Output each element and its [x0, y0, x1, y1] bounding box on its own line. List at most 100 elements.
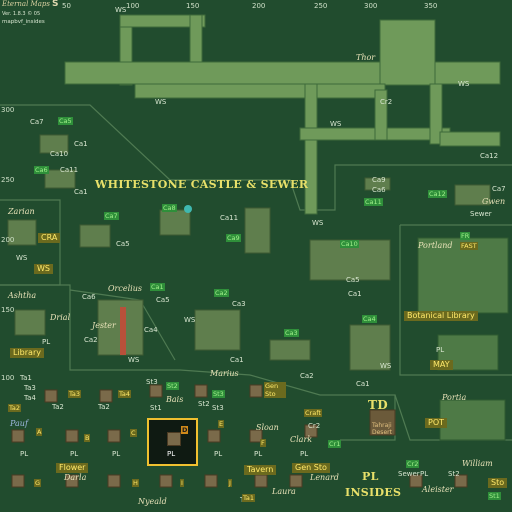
- wp-ca1-b[interactable]: Ca1: [74, 188, 88, 196]
- wp-ca2-b[interactable]: Ca2: [300, 372, 314, 380]
- wp-ws-f[interactable]: WS: [380, 362, 392, 370]
- label-ta3[interactable]: Ta3: [68, 390, 82, 398]
- wp-cr2[interactable]: Cr2: [380, 98, 393, 106]
- wp-ws-top[interactable]: WS: [115, 6, 127, 14]
- label-i[interactable]: I: [180, 479, 184, 487]
- wp-ca2-a[interactable]: Ca2: [84, 336, 98, 344]
- wp-ca10[interactable]: Ca10: [50, 150, 69, 158]
- label-ca3[interactable]: Ca3: [284, 329, 299, 337]
- wp-st1[interactable]: St1: [150, 404, 162, 412]
- wp-ca3[interactable]: Ca3: [232, 300, 246, 308]
- wp-ca11-b[interactable]: Ca11: [220, 214, 239, 222]
- wp-pl-5[interactable]: PL: [254, 450, 263, 458]
- wp-ca7-right[interactable]: Ca7: [492, 185, 506, 193]
- wp-ta1[interactable]: Ta1: [20, 374, 32, 382]
- label-ca7[interactable]: Ca7: [104, 212, 119, 220]
- wp-ws-down[interactable]: WS: [312, 219, 324, 227]
- label-cr2[interactable]: Cr2: [406, 460, 420, 468]
- label-a[interactable]: A: [36, 428, 43, 436]
- wp-pl-4[interactable]: PL: [214, 450, 223, 458]
- label-e[interactable]: E: [218, 420, 225, 428]
- label-ca2[interactable]: Ca2: [214, 289, 229, 297]
- label-botanical-library[interactable]: Botanical Library: [404, 311, 478, 321]
- label-craft[interactable]: Craft: [304, 409, 322, 417]
- wp-ws-mid[interactable]: WS: [155, 98, 167, 106]
- wp-pl-6[interactable]: PL: [300, 450, 309, 458]
- wp-ta4[interactable]: Ta4: [24, 394, 36, 402]
- label-library[interactable]: Library: [10, 348, 44, 358]
- label-cr1[interactable]: Cr1: [328, 440, 342, 448]
- wp-ca1-e[interactable]: Ca1: [356, 380, 370, 388]
- wp-st2-b[interactable]: St2: [448, 470, 460, 478]
- wp-ca12[interactable]: Ca12: [480, 152, 499, 160]
- label-ca12[interactable]: Ca12: [428, 190, 447, 198]
- label-gen-sto[interactable]: Gen Sto: [264, 382, 286, 398]
- wp-ca1-d[interactable]: Ca1: [230, 356, 244, 364]
- label-ws[interactable]: WS: [34, 264, 53, 274]
- label-ca6[interactable]: Ca6: [34, 166, 49, 174]
- label-ca10[interactable]: Ca10: [340, 240, 359, 248]
- wp-ca6[interactable]: Ca6: [372, 186, 386, 194]
- label-b[interactable]: B: [84, 434, 91, 442]
- wp-ta2-b[interactable]: Ta2: [98, 403, 110, 411]
- wp-ws-e[interactable]: WS: [184, 316, 196, 324]
- wp-ca4[interactable]: Ca4: [144, 326, 158, 334]
- label-c[interactable]: C: [130, 429, 137, 437]
- label-ca9[interactable]: Ca9: [226, 234, 241, 242]
- wp-ca6-b[interactable]: Ca6: [82, 293, 96, 301]
- label-st2[interactable]: St2: [166, 382, 179, 390]
- label-gen-sto-2[interactable]: Gen Sto: [292, 463, 330, 473]
- label-fast[interactable]: FAST: [460, 242, 478, 250]
- wp-ca1-a[interactable]: Ca1: [74, 140, 88, 148]
- label-sto[interactable]: Sto: [488, 478, 508, 488]
- wp-ca5-a[interactable]: Ca5: [116, 240, 130, 248]
- wp-ws-zarian[interactable]: WS: [16, 254, 28, 262]
- wp-ca5-c[interactable]: Ca5: [156, 296, 170, 304]
- label-flower[interactable]: Flower: [56, 463, 89, 473]
- wp-ca5-b[interactable]: Ca5: [346, 276, 360, 284]
- label-j[interactable]: J: [228, 479, 232, 487]
- label-g[interactable]: G: [34, 479, 42, 487]
- label-fr[interactable]: FR: [460, 232, 471, 240]
- wp-sewer-pl[interactable]: Sewer: [398, 470, 420, 478]
- label-ta1[interactable]: Ta1: [242, 494, 256, 502]
- wp-cr2-b[interactable]: Cr2: [308, 422, 321, 430]
- wp-st3-b[interactable]: St3: [212, 404, 224, 412]
- wp-ws-jester[interactable]: WS: [128, 356, 140, 364]
- wp-ca9[interactable]: Ca9: [372, 176, 386, 184]
- wp-pl-1[interactable]: PL: [20, 450, 29, 458]
- wp-pl-7[interactable]: PL: [420, 470, 429, 478]
- label-ta4[interactable]: Ta4: [118, 390, 132, 398]
- label-ca1[interactable]: Ca1: [150, 283, 165, 291]
- wp-ca1-c[interactable]: Ca1: [348, 290, 362, 298]
- wp-ca11-a[interactable]: Ca11: [60, 166, 79, 174]
- selected-location-d[interactable]: PL: [147, 418, 198, 466]
- wp-ca7[interactable]: Ca7: [30, 118, 44, 126]
- map-id: mapbvf_insides: [2, 19, 45, 25]
- label-pot[interactable]: POT: [425, 418, 448, 428]
- wp-pl-3[interactable]: PL: [112, 450, 121, 458]
- wp-pl-2[interactable]: PL: [70, 450, 79, 458]
- label-d[interactable]: D: [181, 426, 189, 434]
- label-f[interactable]: F: [260, 439, 266, 447]
- wp-ta3[interactable]: Ta3: [24, 384, 36, 392]
- wp-st3[interactable]: St3: [146, 378, 158, 386]
- label-st1[interactable]: St1: [488, 492, 501, 500]
- label-cra[interactable]: CRA: [38, 233, 61, 243]
- label-ta2[interactable]: Ta2: [8, 404, 22, 412]
- label-ca11[interactable]: Ca11: [364, 198, 383, 206]
- label-may[interactable]: MAY: [430, 360, 453, 370]
- label-h[interactable]: H: [132, 479, 139, 487]
- wp-pl-may[interactable]: PL: [436, 346, 445, 354]
- label-ca8[interactable]: Ca8: [162, 204, 177, 212]
- label-ca5[interactable]: Ca5: [58, 117, 73, 125]
- wp-pl-zarian[interactable]: PL: [42, 338, 51, 346]
- wp-st2[interactable]: St2: [198, 400, 210, 408]
- wp-ws-center[interactable]: WS: [330, 120, 342, 128]
- label-ca4[interactable]: Ca4: [362, 315, 377, 323]
- label-st3[interactable]: St3: [212, 390, 225, 398]
- wp-ta2[interactable]: Ta2: [52, 403, 64, 411]
- label-tavern[interactable]: Tavern: [244, 465, 277, 475]
- wp-ws-right[interactable]: WS: [458, 80, 470, 88]
